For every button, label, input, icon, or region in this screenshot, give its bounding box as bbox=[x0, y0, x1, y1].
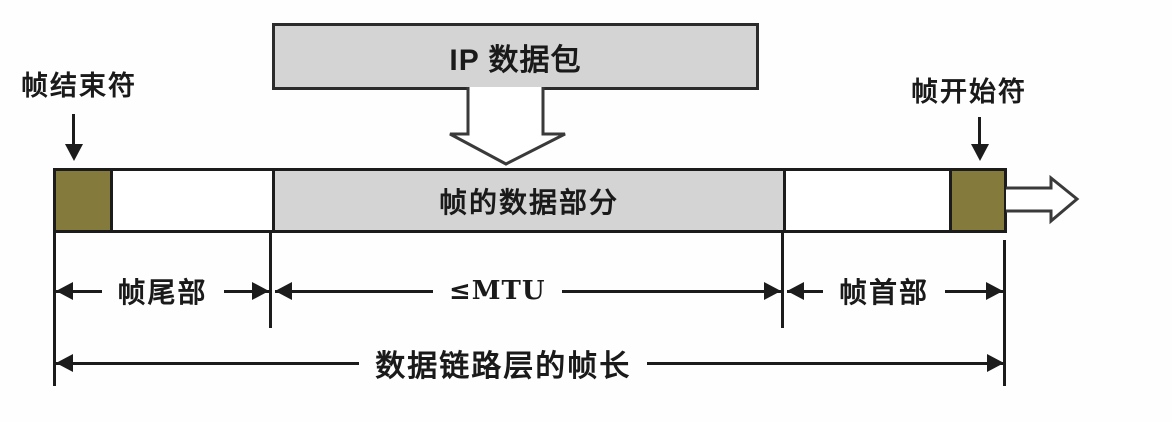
frame-data-cell: 帧的数据部分 bbox=[272, 171, 786, 230]
frame-end-pointer-arrow-icon bbox=[72, 114, 75, 145]
dimension-tick-header bbox=[781, 233, 784, 328]
arrow-line-right bbox=[223, 289, 270, 293]
frame-start-label: 帧开始符 bbox=[911, 77, 1027, 107]
frame-length-dimension-label: 数据链路层的帧长 bbox=[375, 350, 632, 383]
frame-header-dimension: 帧首部 bbox=[787, 269, 1003, 313]
frame-bar: 帧的数据部分 bbox=[53, 168, 1007, 233]
arrow-line-right bbox=[944, 289, 1003, 293]
frame-end-delimiter-cell bbox=[56, 171, 113, 230]
mtu-dimension-label: ≤MTU bbox=[448, 276, 546, 306]
ip-packet-box: IP 数据包 bbox=[272, 23, 759, 90]
frame-header-cell bbox=[786, 171, 949, 230]
frame-header-dimension-label: 帧首部 bbox=[838, 277, 929, 308]
frame-trailer-cell bbox=[113, 171, 272, 230]
arrow-line-right bbox=[561, 289, 781, 293]
arrow-line-left bbox=[275, 289, 433, 293]
arrow-line-left bbox=[56, 361, 360, 365]
ip-packet-label: IP 数据包 bbox=[449, 43, 582, 77]
dimension-tick-left bbox=[53, 233, 56, 386]
frame-start-delimiter-cell bbox=[949, 171, 1004, 230]
frame-tail-dimension: 帧尾部 bbox=[56, 269, 270, 313]
frame-start-pointer-arrow-icon bbox=[978, 117, 981, 145]
frame-end-label: 帧结束符 bbox=[21, 71, 137, 101]
arrow-line-left bbox=[56, 289, 102, 293]
dimension-tick-trailer bbox=[269, 233, 272, 328]
mtu-dimension: ≤MTU bbox=[275, 269, 781, 313]
encapsulation-down-arrow-icon bbox=[449, 87, 566, 166]
arrow-line-right bbox=[647, 361, 1004, 365]
arrow-line-left bbox=[787, 289, 823, 293]
frame-tail-dimension-label: 帧尾部 bbox=[117, 277, 208, 308]
dimension-tick-right bbox=[1003, 240, 1006, 386]
frame-data-label: 帧的数据部分 bbox=[438, 186, 619, 218]
transmission-direction-arrow-icon bbox=[1006, 174, 1080, 225]
frame-length-dimension: 数据链路层的帧长 bbox=[56, 341, 1004, 385]
